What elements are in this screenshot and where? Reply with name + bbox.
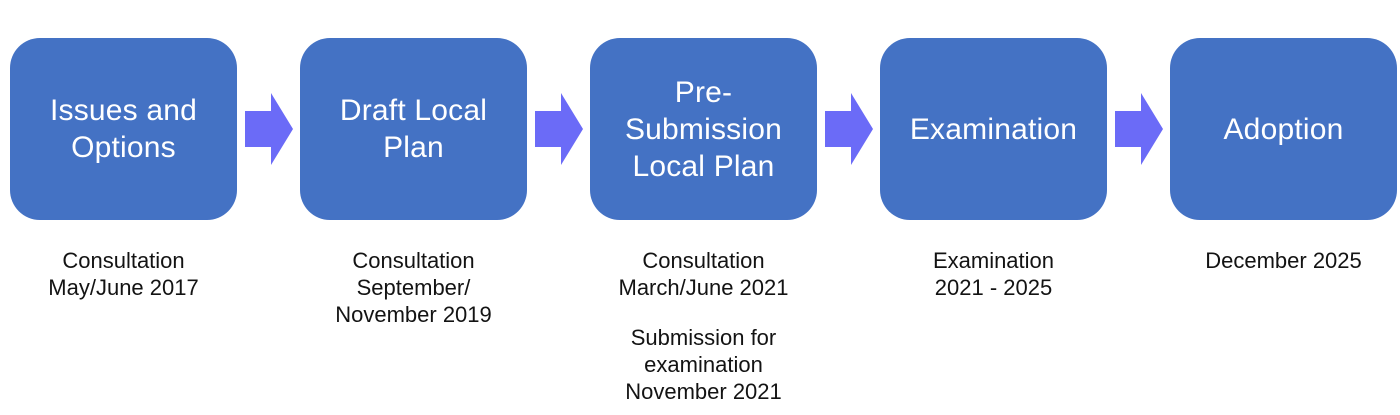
stage-caption: Examination 2021 - 2025 [880,247,1107,301]
title-line: Pre- [674,75,733,109]
local-plan-timeline-diagram: Issues and Options Consultation May/June… [10,38,1397,405]
caption-line: Submission for [630,325,777,350]
title-line: Examination [909,112,1078,146]
stage-box: Draft Local Plan [300,38,527,220]
caption-line: Consultation [352,248,475,273]
title-line: Local Plan [632,149,775,183]
stage-box: Adoption [1170,38,1397,220]
stage-box: Pre- Submission Local Plan [590,38,817,220]
flow-connector [817,92,880,166]
stage-title: Issues and Options [50,92,197,166]
title-line: Draft Local [339,94,488,127]
caption-line: November 2019 [335,302,492,327]
stage-pre-submission-local-plan: Pre- Submission Local Plan Consultation … [590,38,817,405]
title-line: Adoption [1223,112,1344,146]
stage-title: Pre- Submission Local Plan [625,74,782,185]
stage-examination: Examination Examination 2021 - 2025 [880,38,1107,301]
title-line: Plan [383,131,444,164]
caption-line: September/ [356,275,471,300]
right-arrow-icon [1114,93,1163,165]
right-arrow-icon [244,93,293,165]
title-line: Issues and [49,94,198,127]
caption-line: November 2021 [625,379,782,404]
stage-draft-local-plan: Draft Local Plan Consultation September/… [300,38,527,328]
title-line: Submission [624,112,783,146]
stage-caption: Consultation May/June 2017 [10,247,237,301]
flow-connector [1107,92,1170,166]
title-line: Options [71,131,176,164]
stage-title: Adoption [1223,111,1343,148]
right-arrow-icon [534,93,583,165]
stage-title: Examination [910,111,1077,148]
caption-line: 2021 - 2025 [934,275,1053,300]
stage-caption: December 2025 [1170,247,1397,274]
caption-line: Examination [932,248,1055,273]
caption-line: Consultation [642,248,765,273]
caption-line: Consultation [62,248,185,273]
flow-connector [527,92,590,166]
stage-adoption: Adoption December 2025 [1170,38,1397,274]
stage-box: Issues and Options [10,38,237,220]
flow-connector [237,92,300,166]
stage-issues-and-options: Issues and Options Consultation May/June… [10,38,237,301]
caption-line: December 2025 [1205,248,1362,273]
stage-caption: Consultation September/ November 2019 [300,247,527,328]
stage-box: Examination [880,38,1107,220]
stage-caption: Consultation March/June 2021 [590,247,817,301]
caption-line: March/June 2021 [618,275,789,300]
stage-title: Draft Local Plan [340,92,487,166]
stage-caption-secondary: Submission for examination November 2021 [590,324,817,405]
caption-line: May/June 2017 [48,275,199,300]
right-arrow-icon [824,93,873,165]
caption-line: examination [644,352,763,377]
